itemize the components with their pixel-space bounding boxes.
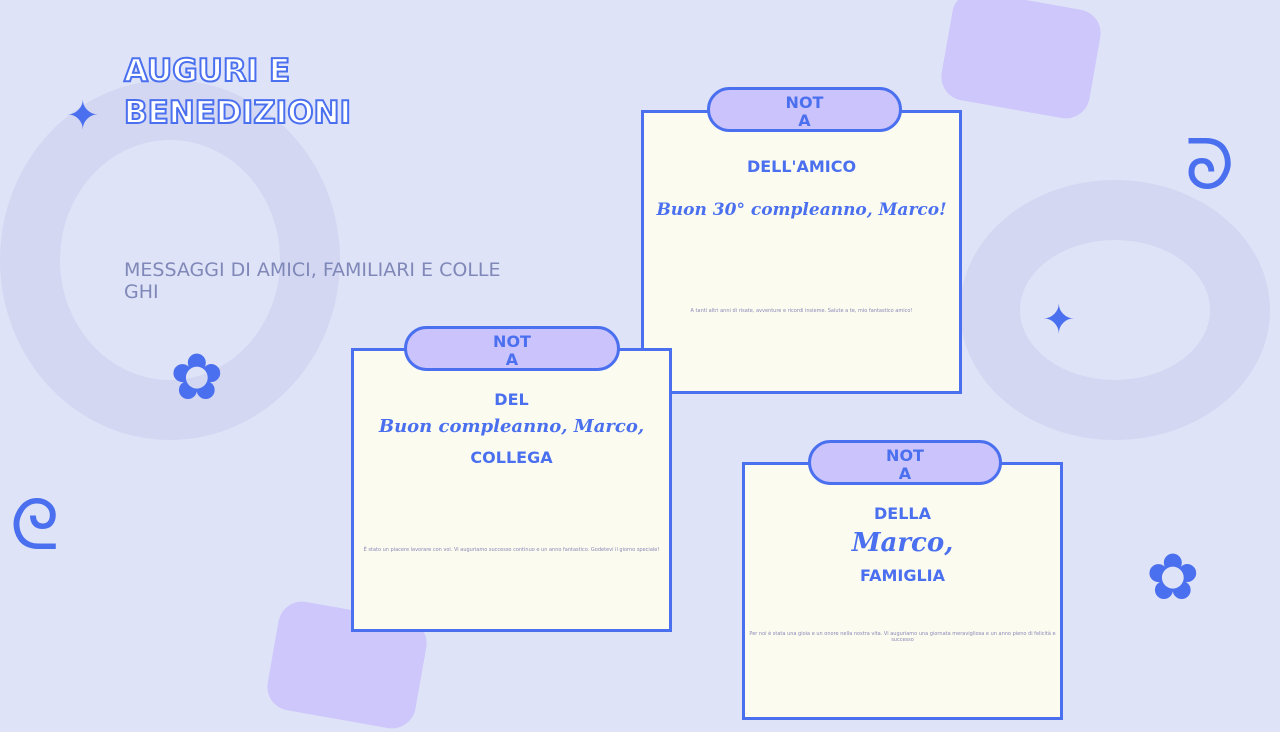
card-heading-2: COLLEGA [470,448,553,467]
card-heading: DELLA [874,504,931,523]
card-heading: DELL'AMICO [746,157,857,176]
note-card-family: DELLA Marco, FAMIGLIA Per noi è stata un… [742,462,1063,720]
card-heading-2: FAMIGLIA [859,566,945,585]
tab-label: NOTA [886,446,924,483]
flower-icon: ✿ [170,341,224,415]
swirl-icon: ᘐ [1185,124,1235,206]
sparkle-icon: ✦ [66,93,100,139]
card-greeting: Buon 30° compleanno, Marco! [656,200,947,220]
note-card-colleague: DEL Buon compleanno, Marco, COLLEGA È st… [351,348,672,632]
slide-subtitle: MESSAGGI DI AMICI, FAMILIARI E COLLEGHI [124,259,501,303]
note-tab: NOTA [707,87,902,132]
card-heading: DEL [494,390,529,409]
swirl-icon: ᘓ [10,484,60,566]
gift-icon [937,0,1105,123]
tab-label: NOTA [493,332,531,369]
flower-icon: ✿ [1146,541,1200,615]
card-message: È stato un piacere lavorare con voi. Vi … [363,547,660,553]
note-tab: NOTA [808,440,1002,485]
slide-title: AUGURI E BENEDIZIONI [123,52,352,132]
note-tab: NOTA [404,326,620,371]
background-swirl [960,180,1270,440]
sparkle-icon: ✦ [1042,297,1076,343]
note-card-friend: DELL'AMICO Buon 30° compleanno, Marco! A… [641,110,962,394]
card-greeting: Buon compleanno, Marco, [378,416,645,437]
card-greeting: Marco, [851,528,954,558]
tab-label: NOTA [785,93,824,130]
card-message: A tanti altri anni di risate, avventure … [690,308,913,314]
card-message: Per noi è stata una gioia e un onore nel… [749,631,1056,643]
